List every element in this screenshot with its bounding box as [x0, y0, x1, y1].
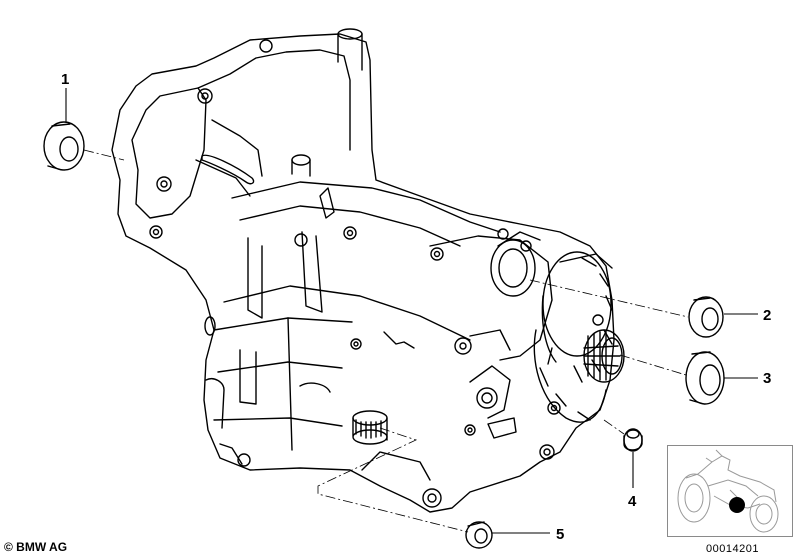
locator-thumbnail [667, 445, 793, 537]
copyright-text: © BMW AG [4, 540, 68, 554]
location-marker [729, 497, 745, 513]
callout-2: 2 [763, 307, 771, 324]
callout-1: 1 [61, 71, 69, 88]
callout-4: 4 [628, 493, 637, 510]
callout-3: 3 [763, 370, 771, 387]
alignment-lines [83, 149, 689, 533]
reference-number: 00014201 [706, 543, 759, 555]
seal-part-2 [688, 296, 724, 338]
bushing-part-4 [623, 428, 643, 452]
gearbox-housing [111, 28, 625, 513]
seal-part-3 [685, 351, 725, 405]
motorcycle-locator-icon [677, 449, 779, 533]
seal-part-1 [43, 121, 85, 171]
seal-part-5 [465, 521, 493, 549]
leader-lines [65, 88, 758, 534]
callout-5: 5 [556, 526, 564, 543]
